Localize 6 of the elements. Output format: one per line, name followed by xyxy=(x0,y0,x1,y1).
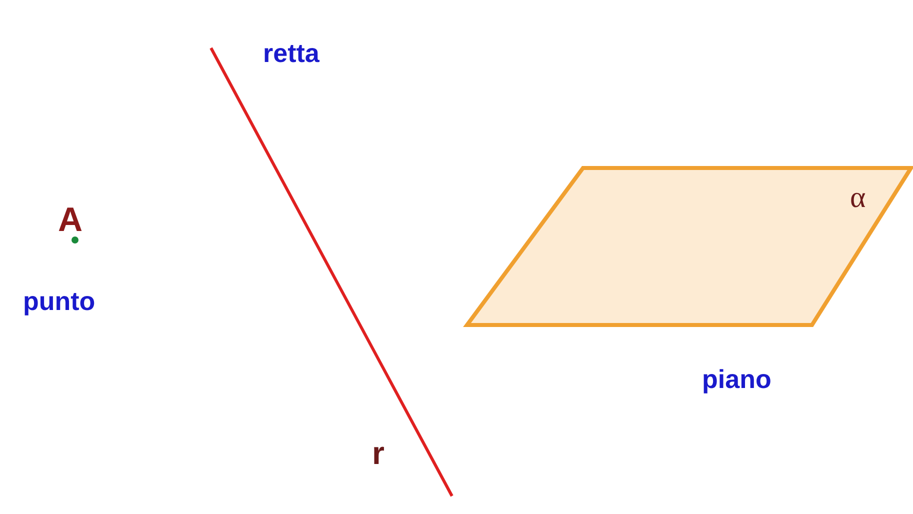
point-label: A xyxy=(58,203,83,237)
point-caption: punto xyxy=(23,288,96,314)
plane-label: α xyxy=(850,183,866,213)
line-name: r xyxy=(372,437,384,469)
line-label: retta xyxy=(263,40,320,66)
plane-caption: piano xyxy=(702,366,772,392)
